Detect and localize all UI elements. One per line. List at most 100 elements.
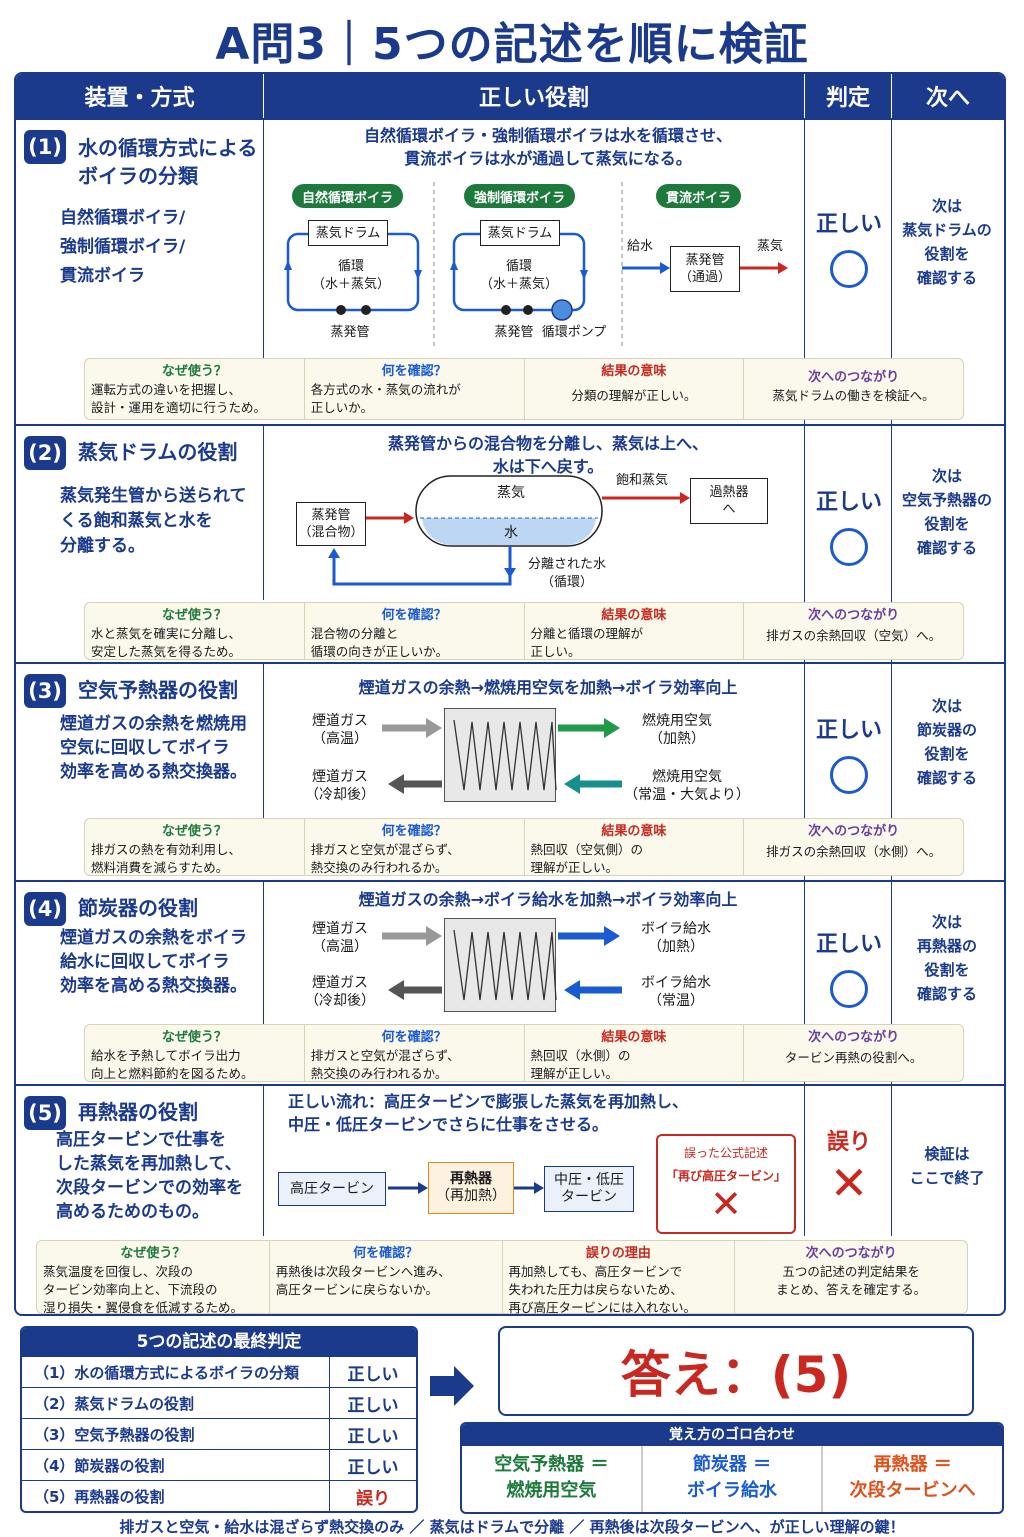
section-number: (4) (24, 892, 66, 926)
air-preheater-arrows (382, 718, 622, 794)
final-row: （4）節炭器の役割正しい (22, 1449, 416, 1480)
steam-drum-diagram (328, 475, 690, 586)
section-3: (3) 空気予熱器の役割 煙道ガスの余熱を燃焼用空気に回収してボイラ効率を高める… (16, 662, 1004, 882)
header-col-device: 装置・方式 (16, 74, 263, 118)
verdict: 正しい (806, 712, 892, 794)
steam-drum-box: 蒸気ドラム (480, 220, 560, 246)
feedwater-heated-label: ボイラ給水（加熱） (641, 921, 711, 955)
forced-circulation-label: 強制循環ボイラ (464, 184, 576, 208)
info-box: なぜ使う？排ガスの熱を有効利用し、燃料消費を減らすため。 何を確認？排ガスと空気… (84, 818, 964, 876)
section-title: 空気予熱器の役割 (78, 678, 238, 702)
section-desc: 煙道ガスの余熱をボイラ給水に回収してボイラ効率を高める熱交換器。 (60, 928, 247, 996)
section-1: (1) 水の循環方式によるボイラの分類 自然循環ボイラ/強制循環ボイラ/貫流ボイ… (16, 118, 1004, 426)
correct-circle-icon (830, 250, 868, 288)
role-summary: 煙道ガスの余熱→ボイラ給水を加熱→ボイラ効率向上 (358, 890, 738, 909)
steam-out-label: 蒸気 (756, 239, 783, 254)
correct-circle-icon (830, 970, 868, 1008)
verdict: 正しい (806, 484, 892, 566)
pump-label: 循環ポンプ (541, 325, 607, 340)
page-title: A問3｜5つの記述を順に検証 (215, 19, 809, 70)
superheater-box: 過熱器へ (690, 478, 768, 524)
flue-gas-cool-label: 煙道ガス（冷却後） (305, 769, 375, 803)
mnemonic-economizer: 節炭器 ＝ボイラ給水 (643, 1446, 824, 1512)
arrow-right-icon (430, 1366, 474, 1406)
section-title: 蒸気ドラムの役割 (78, 440, 238, 464)
mnemonic-box: 覚え方のゴロ合わせ 空気予熱器 ＝燃焼用空気 節炭器 ＝ボイラ給水 再熱器 ＝次… (460, 1422, 1004, 1514)
loop-label: 循環（水＋蒸気） (479, 259, 558, 292)
section-2: (2) 蒸気ドラムの役割 蒸気発生管から送られてくる飽和蒸気と水を分離する。 蒸… (16, 424, 1004, 664)
header-col-next: 次へ (892, 74, 1004, 118)
separated-water-label: 分離された水（循環） (527, 557, 606, 590)
info-box: なぜ使う？給水を予熱してボイラ出力向上と燃料節約を図るため。 何を確認？排ガスと… (84, 1024, 964, 1082)
next-step: 次は蒸気ドラムの役割を確認する (902, 197, 992, 287)
verification-table: 装置・方式 正しい役割 判定 次へ (1) 水の循環方式によるボイラの分類 自然… (14, 72, 1006, 1316)
correct-circle-icon (830, 756, 868, 794)
mnemonic-air-preheater: 空気予熱器 ＝燃焼用空気 (462, 1446, 643, 1512)
info-box: なぜ使う？水と蒸気を確実に分離し、安定した蒸気を得るため。 何を確認？混合物の分… (84, 602, 964, 660)
economizer-arrows (382, 926, 622, 1001)
evap-mixture-box: 蒸発管（混合物） (296, 502, 366, 546)
final-judgement-table: 5つの記述の最終判定 （1）水の循環方式によるボイラの分類正しい （2）蒸気ドラ… (20, 1326, 418, 1513)
final-row: （5）再熱器の役割誤り (22, 1480, 416, 1511)
info-box: なぜ使う？運転方式の違いを把握し、設計・運用を適切に行うため。 何を確認？各方式… (84, 358, 964, 420)
air-ambient-label: 燃焼用空気（常温・大気より） (624, 769, 750, 803)
final-row: （3）空気予熱器の役割正しい (22, 1418, 416, 1449)
header-col-role: 正しい役割 (264, 74, 804, 118)
drum-steam-label: 蒸気 (497, 485, 525, 501)
flue-gas-hot-label: 煙道ガス（高温） (312, 713, 368, 747)
mnemonic-title: 覚え方のゴロ合わせ (462, 1424, 1002, 1446)
section-4: (4) 節炭器の役割 煙道ガスの余熱をボイラ給水に回収してボイラ効率を高める熱交… (16, 880, 1004, 1086)
drum-water-label: 水 (504, 525, 518, 541)
feedwater-cold-label: ボイラ給水（常温） (641, 975, 711, 1009)
verdict: 誤り✕ (806, 1124, 892, 1210)
wrong-cross-icon: ✕ (829, 1156, 869, 1210)
sat-steam-label: 飽和蒸気 (615, 473, 668, 488)
section-number: (3) (24, 674, 66, 708)
answer-box: 答え：(5) (498, 1326, 974, 1416)
final-title: 5つの記述の最終判定 (22, 1328, 416, 1356)
next-step: 次は節炭器の役割を確認する (916, 697, 977, 787)
verdict: 正しい (806, 206, 892, 288)
section-title: 水の循環方式によるボイラの分類 (78, 136, 258, 188)
verdict: 正しい (806, 926, 892, 1008)
footer-note: 排ガスと空気・給水は混ざらず熱交換のみ ／ 蒸気はドラムで分離 ／ 再熱後は次段… (119, 1518, 905, 1536)
role-summary: 正しい流れ：高圧タービンで膨張した蒸気を再加熱し、中圧・低圧タービンでさらに仕事… (288, 1092, 689, 1134)
wrong-statement-box: 誤った公式記述 「再び高圧タービン」 ✕ (656, 1134, 796, 1234)
section-desc: 高圧タービンで仕事をした蒸気を再加熱して、次段タービンでの効率を高めるためのもの… (56, 1130, 243, 1222)
natural-circulation-label: 自然循環ボイラ (292, 184, 404, 208)
next-step: 次は再熱器の役割を確認する (916, 913, 977, 1003)
role-summary: 煙道ガスの余熱→燃焼用空気を加熱→ボイラ効率向上 (358, 678, 738, 697)
flue-gas-cool-label: 煙道ガス（冷却後） (305, 975, 375, 1009)
evap-tube-label: 蒸発管 (330, 325, 370, 340)
next-step: 検証はここで終了 (909, 1145, 985, 1187)
section-number: (5) (24, 1096, 66, 1130)
section-number: (2) (24, 436, 66, 470)
section-desc: 蒸気発生管から送られてくる飽和蒸気と水を分離する。 (60, 486, 247, 556)
header-col-verdict: 判定 (805, 74, 891, 118)
section-title: 節炭器の役割 (78, 896, 198, 920)
next-step: 次は空気予熱器の役割を確認する (901, 467, 992, 557)
role-summary: 蒸発管からの混合物を分離し、蒸気は上へ、水は下へ戻す。 (387, 434, 708, 476)
section-number: (1) (24, 130, 66, 164)
evap-passthrough-box: 蒸発管（通過） (670, 246, 740, 292)
correct-circle-icon (830, 528, 868, 566)
final-row: （2）蒸気ドラムの役割正しい (22, 1387, 416, 1418)
feed-label: 給水 (626, 239, 653, 254)
section-5: (5) 再熱器の役割 高圧タービンで仕事をした蒸気を再加熱して、次段タービンでの… (16, 1084, 1004, 1314)
steam-drum-box: 蒸気ドラム (308, 220, 388, 246)
mnemonic-reheater: 再熱器 ＝次段タービンへ (849, 1454, 976, 1501)
reheat-flow-arrows (388, 1182, 544, 1194)
evap-tube-label: 蒸発管 (494, 325, 534, 340)
mp-lp-turbine-box: 中圧・低圧タービン (544, 1166, 634, 1212)
flue-gas-hot-label: 煙道ガス（高温） (312, 921, 368, 955)
reheater-box: 再熱器（再加熱） (428, 1162, 514, 1214)
once-through-label: 貫流ボイラ (656, 184, 742, 208)
section-desc: 自然循環ボイラ/強制循環ボイラ/貫流ボイラ (60, 208, 186, 286)
role-summary: 自然循環ボイラ・強制循環ボイラは水を循環させ、貫流ボイラは水が通過して蒸気になる… (363, 126, 732, 168)
info-box: なぜ使う？蒸気温度を回復し、次段のタービン効率向上と、下流段の湿り損失・翼侵食を… (36, 1240, 968, 1314)
section-desc: 煙道ガスの余熱を燃焼用空気に回収してボイラ効率を高める熱交換器。 (60, 714, 247, 782)
air-heated-label: 燃焼用空気（加熱） (642, 713, 712, 747)
section-title: 再熱器の役割 (78, 1100, 198, 1124)
final-row: （1）水の循環方式によるボイラの分類正しい (22, 1356, 416, 1387)
hp-turbine-box: 高圧タービン (278, 1172, 386, 1206)
